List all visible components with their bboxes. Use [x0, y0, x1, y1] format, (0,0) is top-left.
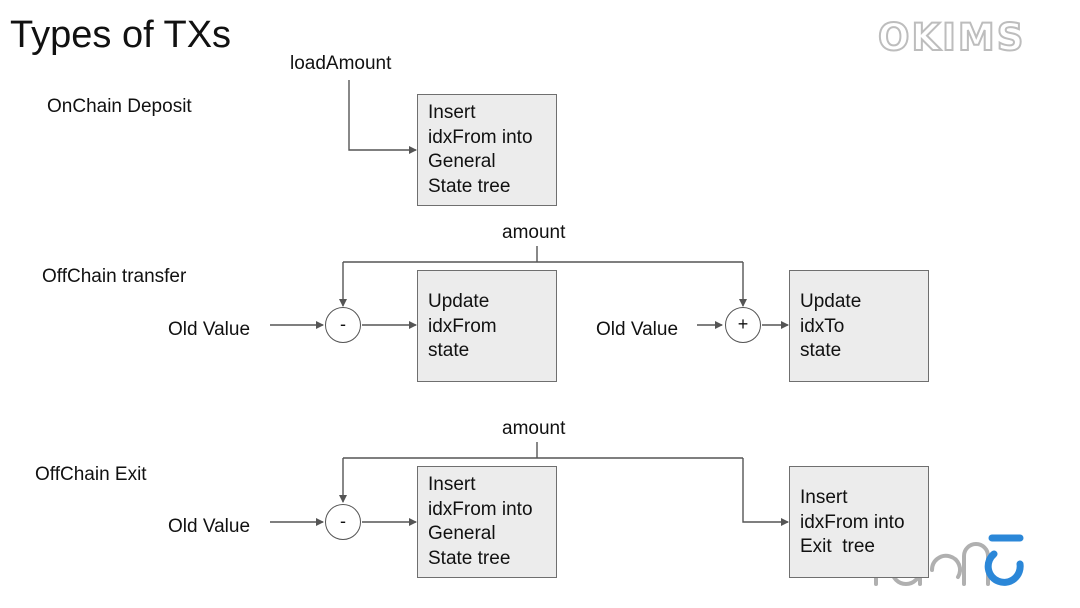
deposit-insert-box: Insert idxFrom into General State tree	[417, 94, 557, 206]
exit-amount-to-box	[742, 458, 789, 526]
exit-insert-general-box: Insert idxFrom into General State tree	[417, 466, 557, 578]
box-line: State tree	[428, 547, 511, 569]
okims-logo: OKIMS	[877, 15, 1026, 60]
box-line: General	[428, 151, 496, 172]
deposit-row-label: OnChain Deposit	[47, 96, 192, 117]
box-line: idxFrom into	[428, 126, 533, 148]
transfer-update-to-box: Update idxTo state	[789, 270, 929, 382]
transfer-amount-label: amount	[502, 222, 566, 243]
box-line: General	[428, 523, 496, 544]
slide-title: Types of TXs	[10, 14, 232, 56]
box-line: State tree	[428, 175, 511, 197]
transfer-row-label: OffChain transfer	[42, 266, 187, 287]
exit-row-label: OffChain Exit	[35, 464, 147, 485]
box-line: Insert	[800, 487, 848, 508]
transfer-old-value-left: Old Value	[168, 319, 251, 340]
exit-insert-exit-box: Insert idxFrom into Exit tree	[789, 466, 929, 578]
minus-operator: -	[325, 307, 361, 343]
exit-old-value-label: Old Value	[168, 516, 251, 537]
transfer-old-value-right: Old Value	[596, 319, 679, 340]
exit-amount-label: amount	[502, 418, 566, 439]
box-line: idxTo	[800, 315, 845, 337]
box-line: Exit tree	[800, 536, 875, 557]
box-line: idxFrom into	[800, 511, 905, 533]
transfer-update-from-box: Update idxFrom state	[417, 270, 557, 382]
box-line: state	[428, 340, 470, 361]
plus-operator: +	[725, 307, 761, 343]
box-line: Update	[800, 291, 862, 312]
box-line: Insert	[428, 102, 476, 123]
minus-operator: -	[325, 504, 361, 540]
box-line: idxFrom into	[428, 498, 533, 520]
box-line: idxFrom	[428, 315, 497, 337]
box-line: Update	[428, 291, 490, 312]
box-line: Insert	[428, 474, 476, 495]
box-line: state	[800, 340, 842, 361]
deposit-load-amount-label: loadAmount	[290, 53, 392, 74]
deposit-load-arrow	[348, 80, 417, 154]
